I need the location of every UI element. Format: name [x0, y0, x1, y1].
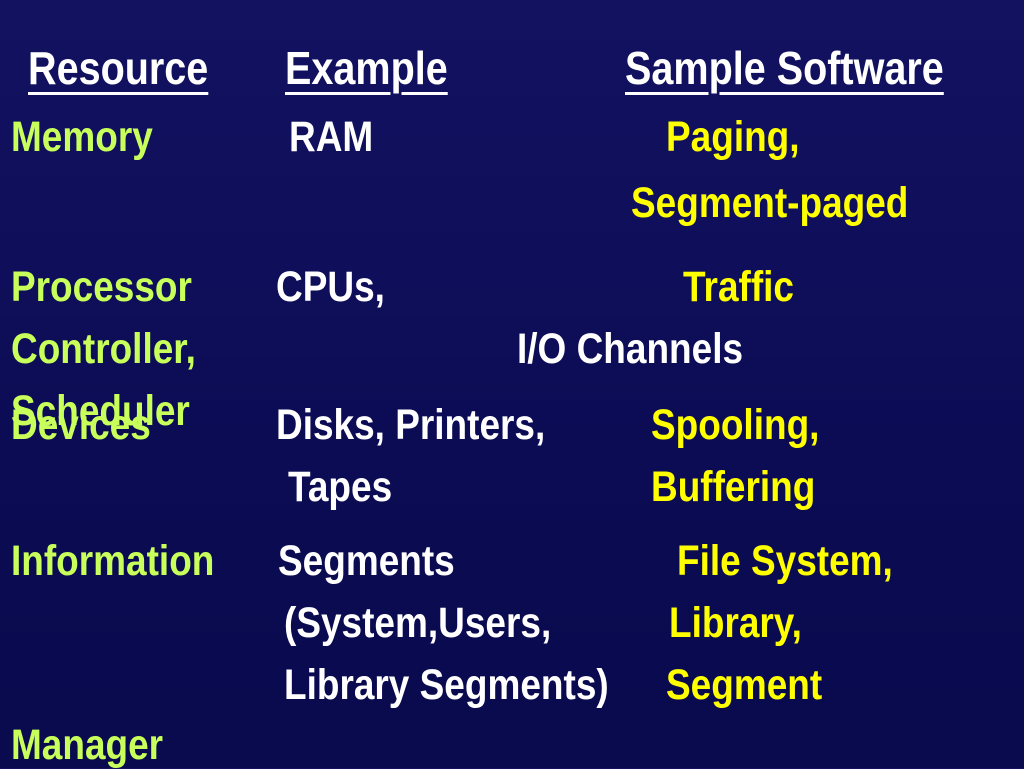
resource-information: Information — [11, 537, 215, 585]
example-segments: Segments — [278, 537, 455, 585]
resource-processor: Processor — [11, 263, 192, 311]
resource-memory: Memory — [11, 113, 153, 161]
header-sample-software: Sample Software — [625, 42, 944, 94]
resource-manager: Manager — [11, 721, 164, 769]
header-resource: Resource — [28, 42, 209, 94]
example-cpus: CPUs, — [276, 263, 385, 311]
example-disks-printers: Disks, Printers, — [276, 401, 546, 449]
example-tapes: Tapes — [288, 463, 393, 511]
software-paging: Paging, — [666, 113, 800, 161]
software-file-system: File System, — [677, 537, 893, 585]
software-segment: Segment — [666, 661, 823, 709]
software-traffic: Traffic — [683, 263, 794, 311]
header-example: Example — [285, 42, 448, 94]
example-system-users: (System,Users, — [284, 599, 552, 647]
software-library: Library, — [669, 599, 802, 647]
example-library-segments: Library Segments) — [284, 661, 609, 709]
example-io-channels: I/O Channels — [517, 325, 744, 373]
example-ram: RAM — [289, 113, 374, 161]
resource-controller: Controller, — [11, 325, 196, 373]
software-segment-paged: Segment-paged — [631, 179, 909, 227]
software-buffering: Buffering — [651, 463, 816, 511]
resource-scheduler: Scheduler — [11, 387, 190, 435]
software-spooling: Spooling, — [651, 401, 820, 449]
resource-devices: Devices — [11, 401, 151, 449]
